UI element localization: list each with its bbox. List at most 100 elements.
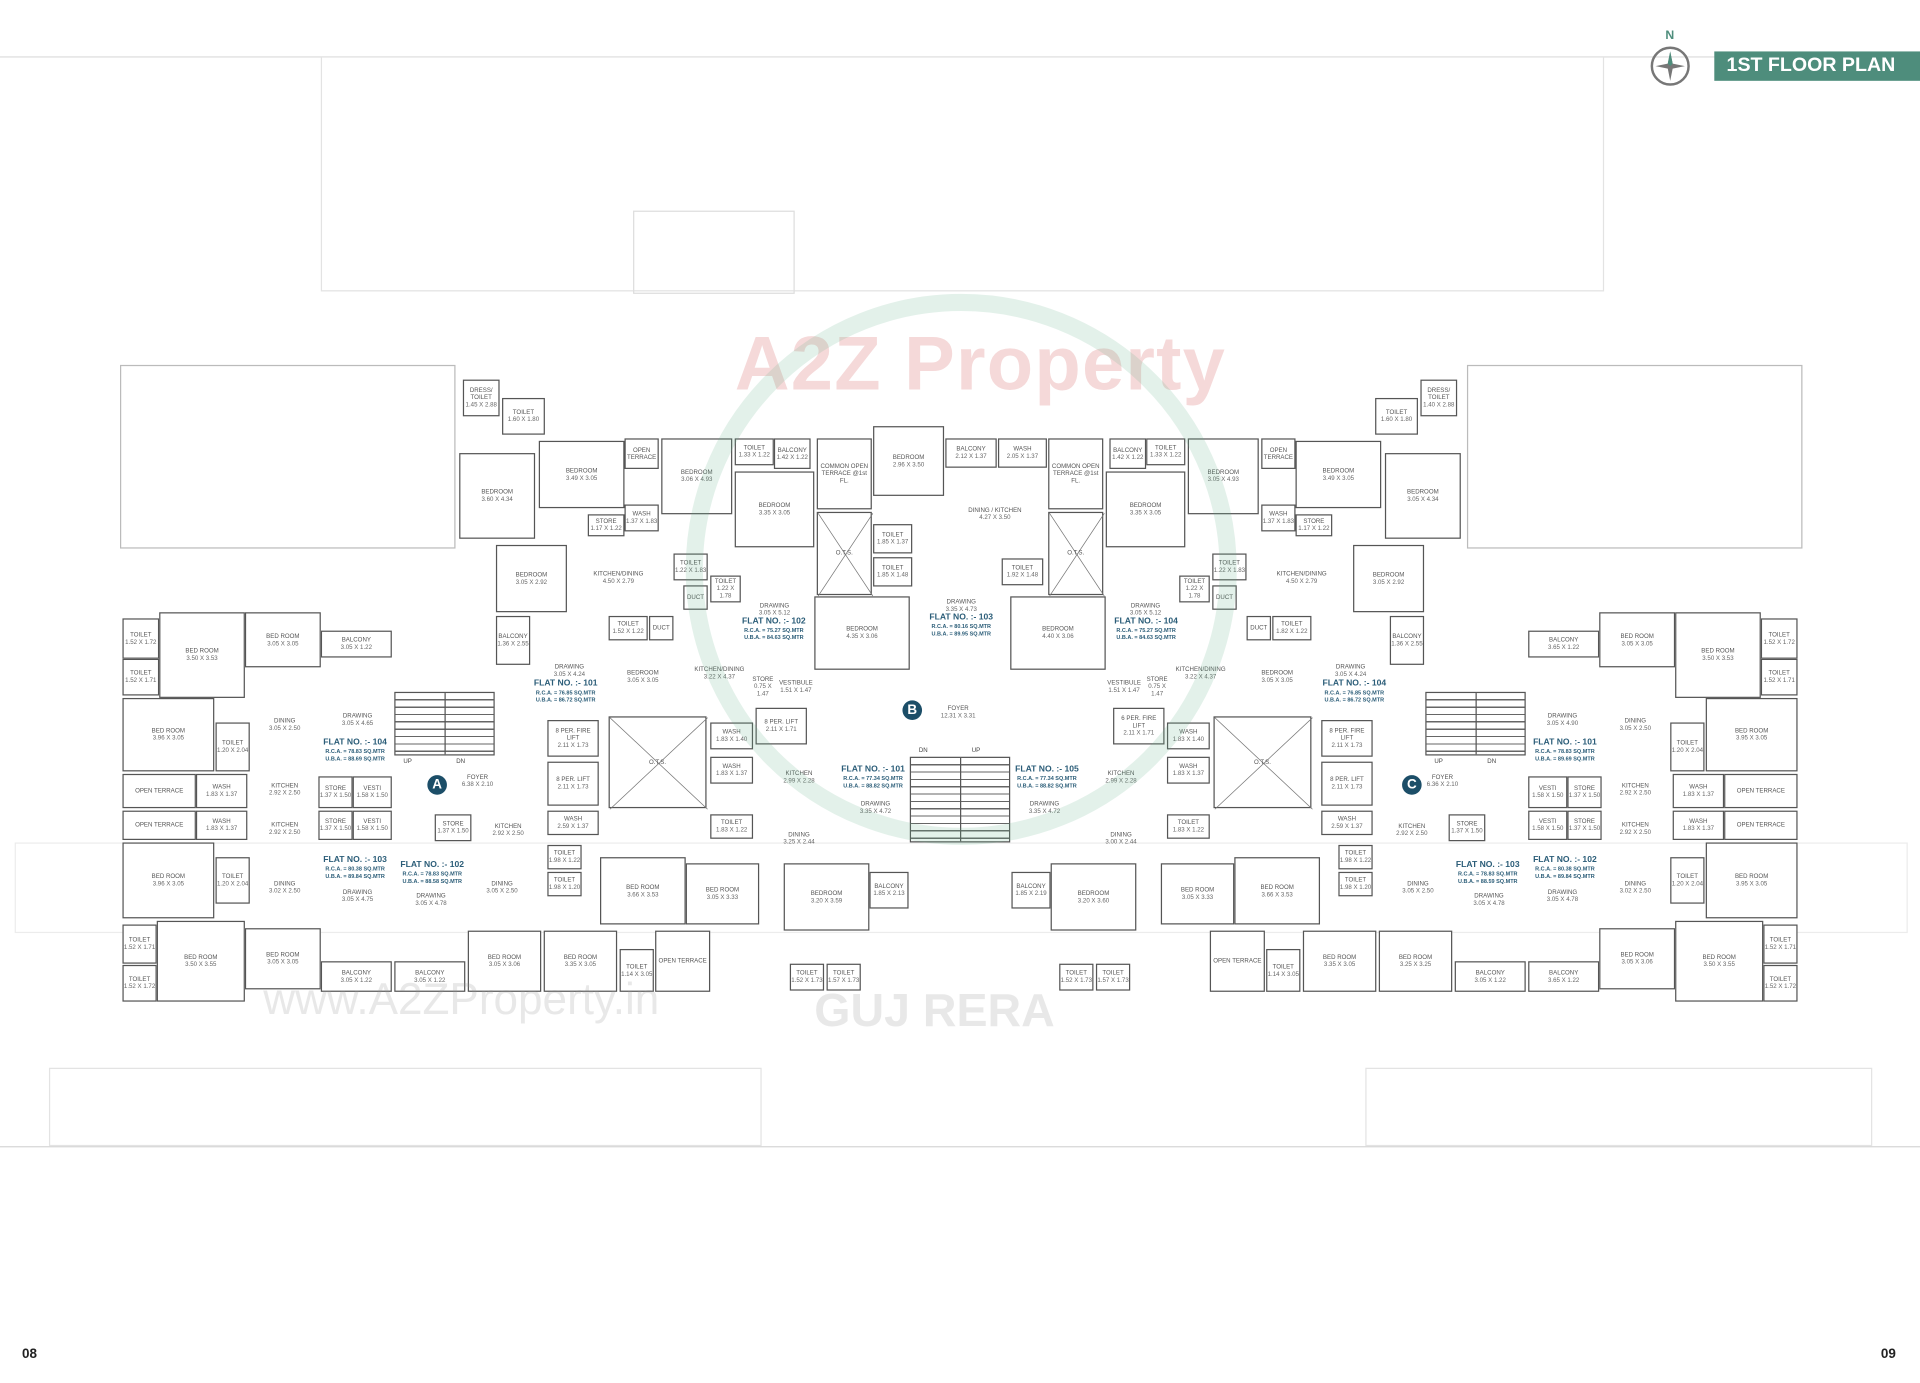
room-name: OPEN TERRACE	[658, 957, 707, 965]
room-name: TOILET	[553, 876, 576, 885]
room-name: BEDROOM	[1207, 468, 1240, 477]
flat-rca: R.C.A. = 75.27 SQ.MTR	[1116, 626, 1176, 634]
room-open-terrace: OPEN TERRACE	[655, 930, 711, 992]
room-size: 1.20 X 2.04	[216, 746, 249, 755]
room-name: DRESS/ TOILET	[1427, 386, 1451, 402]
room-name: BALCONY	[341, 969, 371, 977]
room-size: 1.52 X 1.72	[1763, 638, 1795, 646]
room-size: 1.52 X 1.72	[1764, 983, 1797, 991]
room-name: KITCHEN/DINING	[1276, 570, 1327, 578]
room-name: KITCHEN	[1107, 770, 1135, 778]
room-size: 3.22 X 4.37	[703, 673, 736, 681]
room-name: O.T.S.	[835, 549, 853, 558]
room-size: 2.11 X 1.73	[557, 783, 589, 792]
room-name: BALCONY	[1475, 969, 1505, 977]
flat-uba: U.B.A. = 88.59 SQ.MTR	[1457, 877, 1518, 884]
room-name: BED ROOM	[184, 953, 218, 962]
room-duct: DUCT	[1246, 615, 1272, 641]
room-size: 2.99 X 2.28	[783, 777, 815, 785]
room-size: 1.57 X 1.73	[828, 977, 860, 985]
room-size: 2.92 X 2.50	[1619, 789, 1651, 798]
room-name: TOILET	[512, 408, 535, 417]
room-size: 1.42 X 1.22	[1112, 453, 1144, 462]
room-size: 3.96 X 3.05	[152, 880, 185, 888]
room-size: 3.96 X 3.05	[152, 734, 185, 743]
room-size: 2.11 X 1.71	[1123, 729, 1155, 738]
room-o-t-s: O.T.S.	[816, 511, 874, 597]
room-name: FOYER	[947, 705, 969, 713]
room-size: 2.99 X 2.28	[1105, 777, 1137, 785]
room-name: OPEN TERRACE	[1736, 787, 1785, 795]
room-size: 1.85 X 2.19	[1015, 890, 1047, 898]
room-size: 3.35 X 3.05	[1323, 961, 1356, 969]
room-size: 1.82 X 1.22	[1276, 628, 1308, 636]
room-size: 3.05 X 2.92	[1372, 578, 1405, 586]
room-name: WASH	[722, 728, 741, 736]
upper-block-outline	[633, 210, 795, 294]
room-size: 3.65 X 1.22	[1548, 644, 1580, 652]
room-name: DRAWING	[1547, 888, 1578, 897]
room-size: 3.35 X 4.72	[1028, 808, 1061, 816]
room-name: TOILET	[1065, 969, 1087, 978]
room-size: 1.58 X 1.50	[356, 792, 388, 800]
room-size: 1.52 X 1.71	[125, 677, 157, 685]
room-size: 1.98 X 1.22	[1339, 857, 1372, 865]
room-name: VESTI	[363, 817, 382, 826]
flat-uba: U.B.A. = 89.95 SQ.MTR	[931, 630, 992, 637]
room-size: 3.02 X 2.50	[269, 887, 301, 896]
room-size: 3.05 X 3.05	[1621, 639, 1653, 648]
room-name: BALCONY	[1549, 969, 1579, 977]
room-size: 3.20 X 3.59	[810, 896, 843, 905]
room-size: 3.05 X 4.75	[341, 896, 374, 904]
room-name: BED ROOM	[1702, 953, 1736, 962]
plinth-outline	[14, 842, 1908, 934]
room-size: 3.05 X 2.50	[1402, 887, 1434, 896]
room-size: 3.05 X 4.78	[415, 900, 447, 908]
room-size: 1.85 X 1.37	[876, 538, 909, 547]
room-name: DRAWING	[1547, 712, 1578, 721]
room-name: DINING	[1624, 880, 1647, 888]
room-name: BEDROOM	[1077, 889, 1110, 897]
room-size: 3.50 X 3.55	[185, 961, 217, 969]
room-size: 1.60 X 1.80	[507, 416, 540, 424]
room-name: BED ROOM	[487, 953, 522, 962]
room-name: VESTI	[1538, 784, 1557, 793]
lower-left-outline	[48, 1067, 762, 1147]
room-name: TOILET	[796, 969, 818, 978]
room-name: DINING	[273, 717, 296, 725]
room-name: TOILET	[881, 564, 904, 572]
flat-rca: R.C.A. = 78.83 SQ.MTR	[325, 748, 385, 755]
stair-up-label: UP	[971, 746, 981, 755]
room-size: 3.35 X 3.05	[758, 509, 791, 517]
room-size: 2.05 X 1.37	[1006, 453, 1039, 461]
room-name: WASH	[722, 762, 741, 771]
watermark-seal-text: GUJ RERA	[814, 985, 1055, 1038]
